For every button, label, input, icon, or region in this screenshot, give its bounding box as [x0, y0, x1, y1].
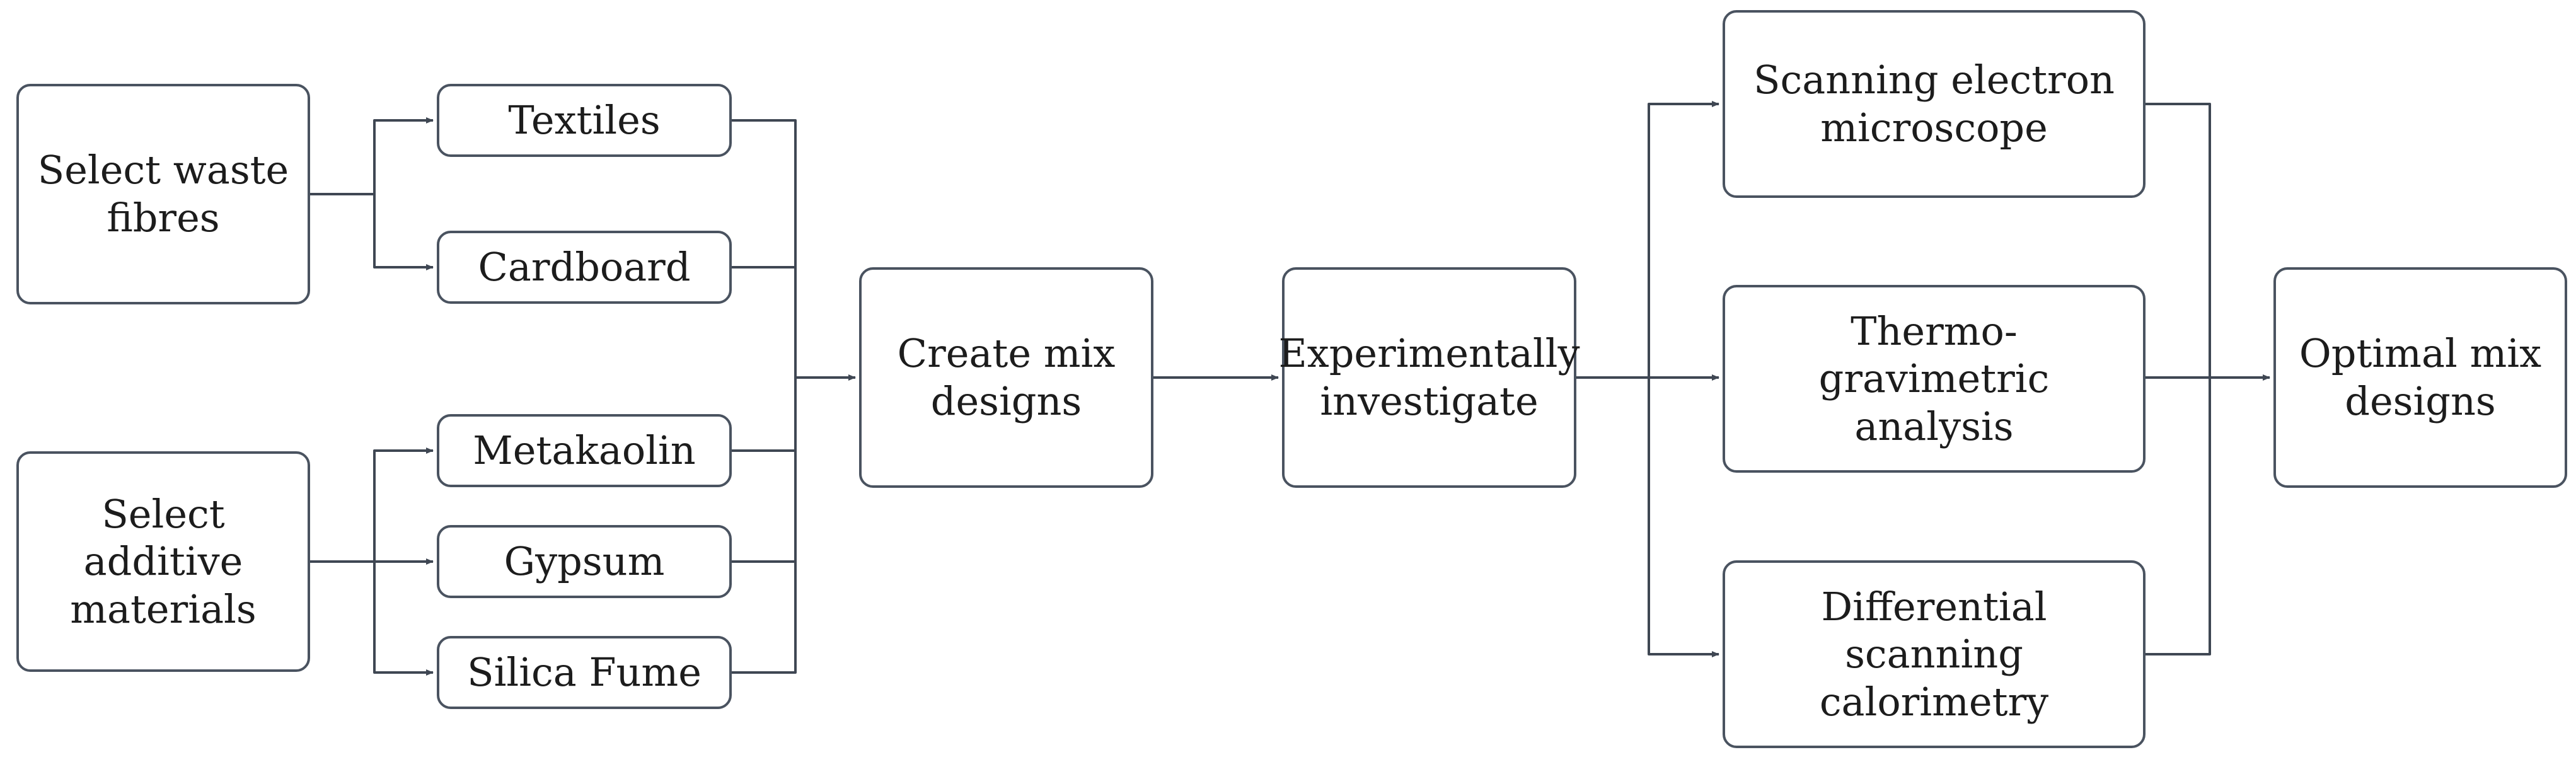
node-gypsum: Gypsum	[437, 525, 732, 598]
node-metakaolin: Metakaolin	[437, 414, 732, 487]
node-optimal-mix-designs: Optimal mix designs	[2273, 267, 2567, 488]
node-select-waste-fibres: Select waste fibres	[16, 84, 310, 304]
node-create-mix-designs: Create mix designs	[859, 267, 1153, 488]
node-cardboard: Cardboard	[437, 231, 732, 304]
node-label: Gypsum	[504, 538, 665, 585]
node-label: Select additive materials	[70, 490, 257, 632]
node-label: Scanning electron microscope	[1753, 57, 2115, 151]
connector-line	[1648, 378, 1719, 657]
connector-line	[373, 194, 434, 270]
node-experimentally-investigate: Experimentally investigate	[1278, 267, 1580, 488]
connector-line	[310, 447, 434, 563]
connector-line	[732, 119, 797, 378]
node-label: Optimal mix designs	[2299, 330, 2542, 424]
connector-line	[732, 378, 797, 674]
connector-line	[2146, 378, 2211, 655]
connector-line	[1576, 101, 1719, 379]
node-label: Differential scanning calorimetry	[1819, 583, 2049, 725]
connector-line	[373, 562, 434, 676]
node-differential-scanning-calorimetry: Differential scanning calorimetry	[1723, 560, 2146, 748]
connector-line	[732, 378, 797, 563]
node-label: Metakaolin	[473, 427, 696, 474]
node-label: Select waste fibres	[37, 147, 289, 241]
node-label: Silica Fume	[467, 649, 702, 696]
node-label: Thermo- gravimetric analysis	[1818, 308, 2050, 449]
node-scanning-electron-microscope: Scanning electron microscope	[1723, 10, 2146, 198]
node-label: Cardboard	[478, 244, 691, 291]
connector-line	[2146, 103, 2211, 378]
node-textiles: Textiles	[437, 84, 732, 157]
connector-line	[732, 378, 797, 452]
node-label: Create mix designs	[897, 330, 1116, 424]
node-label: Textiles	[508, 97, 661, 144]
node-label: Experimentally investigate	[1278, 330, 1580, 424]
connector-line	[310, 117, 434, 195]
node-select-additive-materials: Select additive materials	[16, 451, 310, 672]
node-thermogravimetric-analysis: Thermo- gravimetric analysis	[1723, 285, 2146, 473]
node-silica-fume: Silica Fume	[437, 636, 732, 709]
